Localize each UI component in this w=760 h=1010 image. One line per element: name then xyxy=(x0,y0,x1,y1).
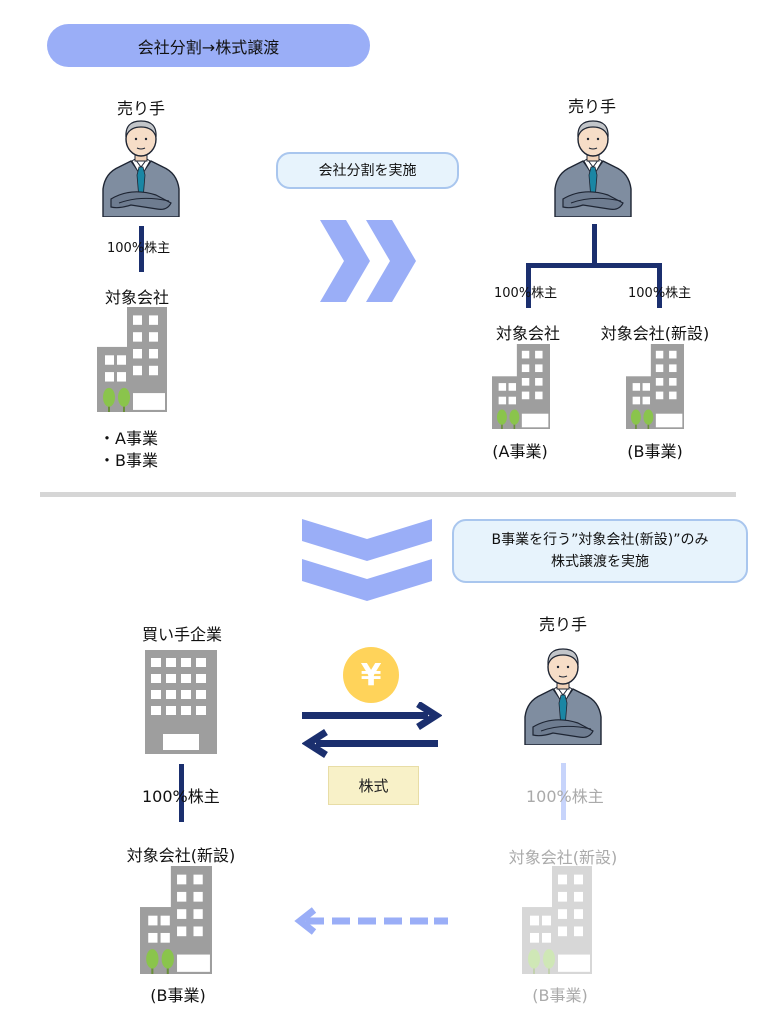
business-b-label: (B事業) xyxy=(627,442,683,461)
ownership-line xyxy=(139,226,144,272)
section-divider xyxy=(40,492,736,497)
transfer-step-bubble: B事業を行う”対象会社(新設)”のみ 株式譲渡を実施 xyxy=(452,519,748,583)
target-company-label: 対象会社 xyxy=(104,288,170,307)
seller-person-icon xyxy=(524,648,602,745)
buyer-business-label: (B事業) xyxy=(150,986,206,1005)
seller-label-before: 売り手 xyxy=(116,99,166,118)
business-b-item: ・B事業 xyxy=(99,451,158,470)
share-label-before: 100%株主 xyxy=(107,241,171,256)
share-label-a: 100%株主 xyxy=(494,286,558,301)
buyer-building-icon xyxy=(145,650,217,754)
split-step-bubble: 会社分割を実施 xyxy=(276,152,459,189)
transfer-step-line2: 株式譲渡を実施 xyxy=(551,554,649,570)
shares-box: 株式 xyxy=(328,766,419,805)
seller-label-final: 売り手 xyxy=(538,615,588,634)
seller-business-label: (B事業) xyxy=(532,986,588,1005)
seller-label-after: 売り手 xyxy=(567,97,617,116)
target-company-b-label: 対象会社(新設) xyxy=(600,324,710,343)
diagram-title: 会社分割→株式譲渡 xyxy=(47,24,370,67)
ownership-branch-line xyxy=(526,263,662,268)
building-icon xyxy=(97,307,167,412)
faded-building-icon xyxy=(522,866,592,974)
split-step-label: 会社分割を実施 xyxy=(318,162,417,179)
double-chevron-down-icon xyxy=(302,519,432,601)
double-chevron-right-icon xyxy=(320,220,416,302)
ownership-line xyxy=(657,263,662,308)
seller-person-icon xyxy=(102,120,180,217)
ownership-line xyxy=(179,764,184,822)
target-company-a-label: 対象会社 xyxy=(495,324,561,343)
business-a-item: ・A事業 xyxy=(99,429,158,448)
buyer-company-label: 対象会社(新設) xyxy=(126,846,236,865)
transfer-step-line1: B事業を行う”対象会社(新設)”のみ xyxy=(491,532,709,548)
building-icon xyxy=(140,866,212,974)
building-icon xyxy=(626,344,684,429)
buyer-share-label: 100%株主 xyxy=(142,787,220,806)
exchange-arrows-icon xyxy=(302,702,442,758)
share-label-b: 100%株主 xyxy=(628,286,692,301)
seller-person-icon xyxy=(554,120,632,217)
yen-coin-icon: ¥ xyxy=(343,647,399,703)
former-ownership-line xyxy=(561,763,566,820)
buyer-label: 買い手企業 xyxy=(141,625,223,644)
ownership-line xyxy=(526,263,531,308)
dashed-transfer-arrow-icon xyxy=(294,907,448,935)
seller-share-label: 100%株主 xyxy=(526,787,604,806)
building-icon xyxy=(492,344,550,429)
ownership-line xyxy=(592,224,597,266)
seller-company-label: 対象会社(新設) xyxy=(508,848,618,867)
business-a-label: (A事業) xyxy=(492,442,548,461)
